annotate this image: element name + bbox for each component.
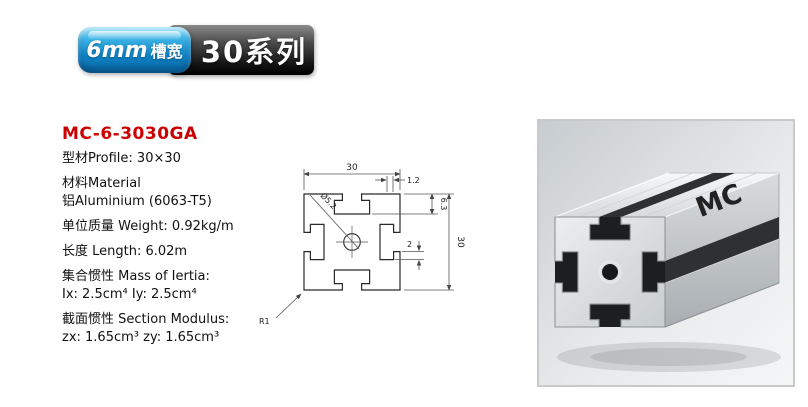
center-bore-ring <box>598 260 622 284</box>
spec-weight: 单位质量 Weight: 0.92kg/m <box>62 219 234 234</box>
cross-section-drawing: 30 30 1.2 6.3 2 Ø5.2 <box>259 163 465 326</box>
dim-height-label: 30 <box>455 236 465 248</box>
spec-length: 长度 Length: 6.02m <box>62 244 188 259</box>
dim-lip-label: 2 <box>407 240 412 249</box>
series-badge: 30系列 <box>168 25 314 75</box>
profile-shadow-inner <box>591 348 747 366</box>
top-slot-groove <box>599 173 735 217</box>
center-bore <box>602 264 618 280</box>
spec-material: 材料Material <box>62 176 141 191</box>
spec-inertia-title: 集合惯性 Mass of Iertia: <box>62 269 210 284</box>
product-photo: MC <box>539 121 793 385</box>
side-edge-highlight <box>664 172 780 218</box>
profile-shadow <box>557 342 781 372</box>
dim-radius-label: R1 <box>259 317 270 326</box>
spec-profile: 型材Profile: 30×30 <box>62 151 181 166</box>
technical-drawing: 30 30 1.2 6.3 2 Ø5.2 <box>246 146 486 366</box>
slot-width-badge: 6mm 槽宽 <box>78 27 191 73</box>
spec-modulus-title: 截面惯性 Section Modulus: <box>62 312 230 327</box>
product-photo-frame: MC <box>537 119 795 387</box>
spec-list: 型材Profile: 30×30 材料Material 铝Aluminium (… <box>62 151 282 346</box>
spec-modulus-values: zx: 1.65cm³ zy: 1.65cm³ <box>62 330 220 345</box>
dim-wall-label: 1.2 <box>407 176 420 185</box>
top-face-line <box>578 172 694 218</box>
top-edge-highlight <box>554 172 670 218</box>
side-bottom-edge <box>664 282 780 328</box>
spec-material-alloy: 铝Aluminium (6063-T5) <box>62 194 212 209</box>
dim-width-label: 30 <box>346 163 358 173</box>
series-label: 30系列 <box>200 35 308 69</box>
spec-inertia-values: Ix: 2.5cm⁴ Iy: 2.5cm⁴ <box>62 287 197 302</box>
slot-size-label: 6mm <box>86 37 148 63</box>
dim-depth-label: 6.3 <box>439 198 448 211</box>
model-number: MC-6-3030GA <box>62 124 198 144</box>
top-face-line-2 <box>642 172 758 218</box>
side-slot-groove <box>665 217 779 283</box>
slot-width-label: 槽宽 <box>150 42 183 61</box>
side-groove-highlight <box>664 238 780 284</box>
